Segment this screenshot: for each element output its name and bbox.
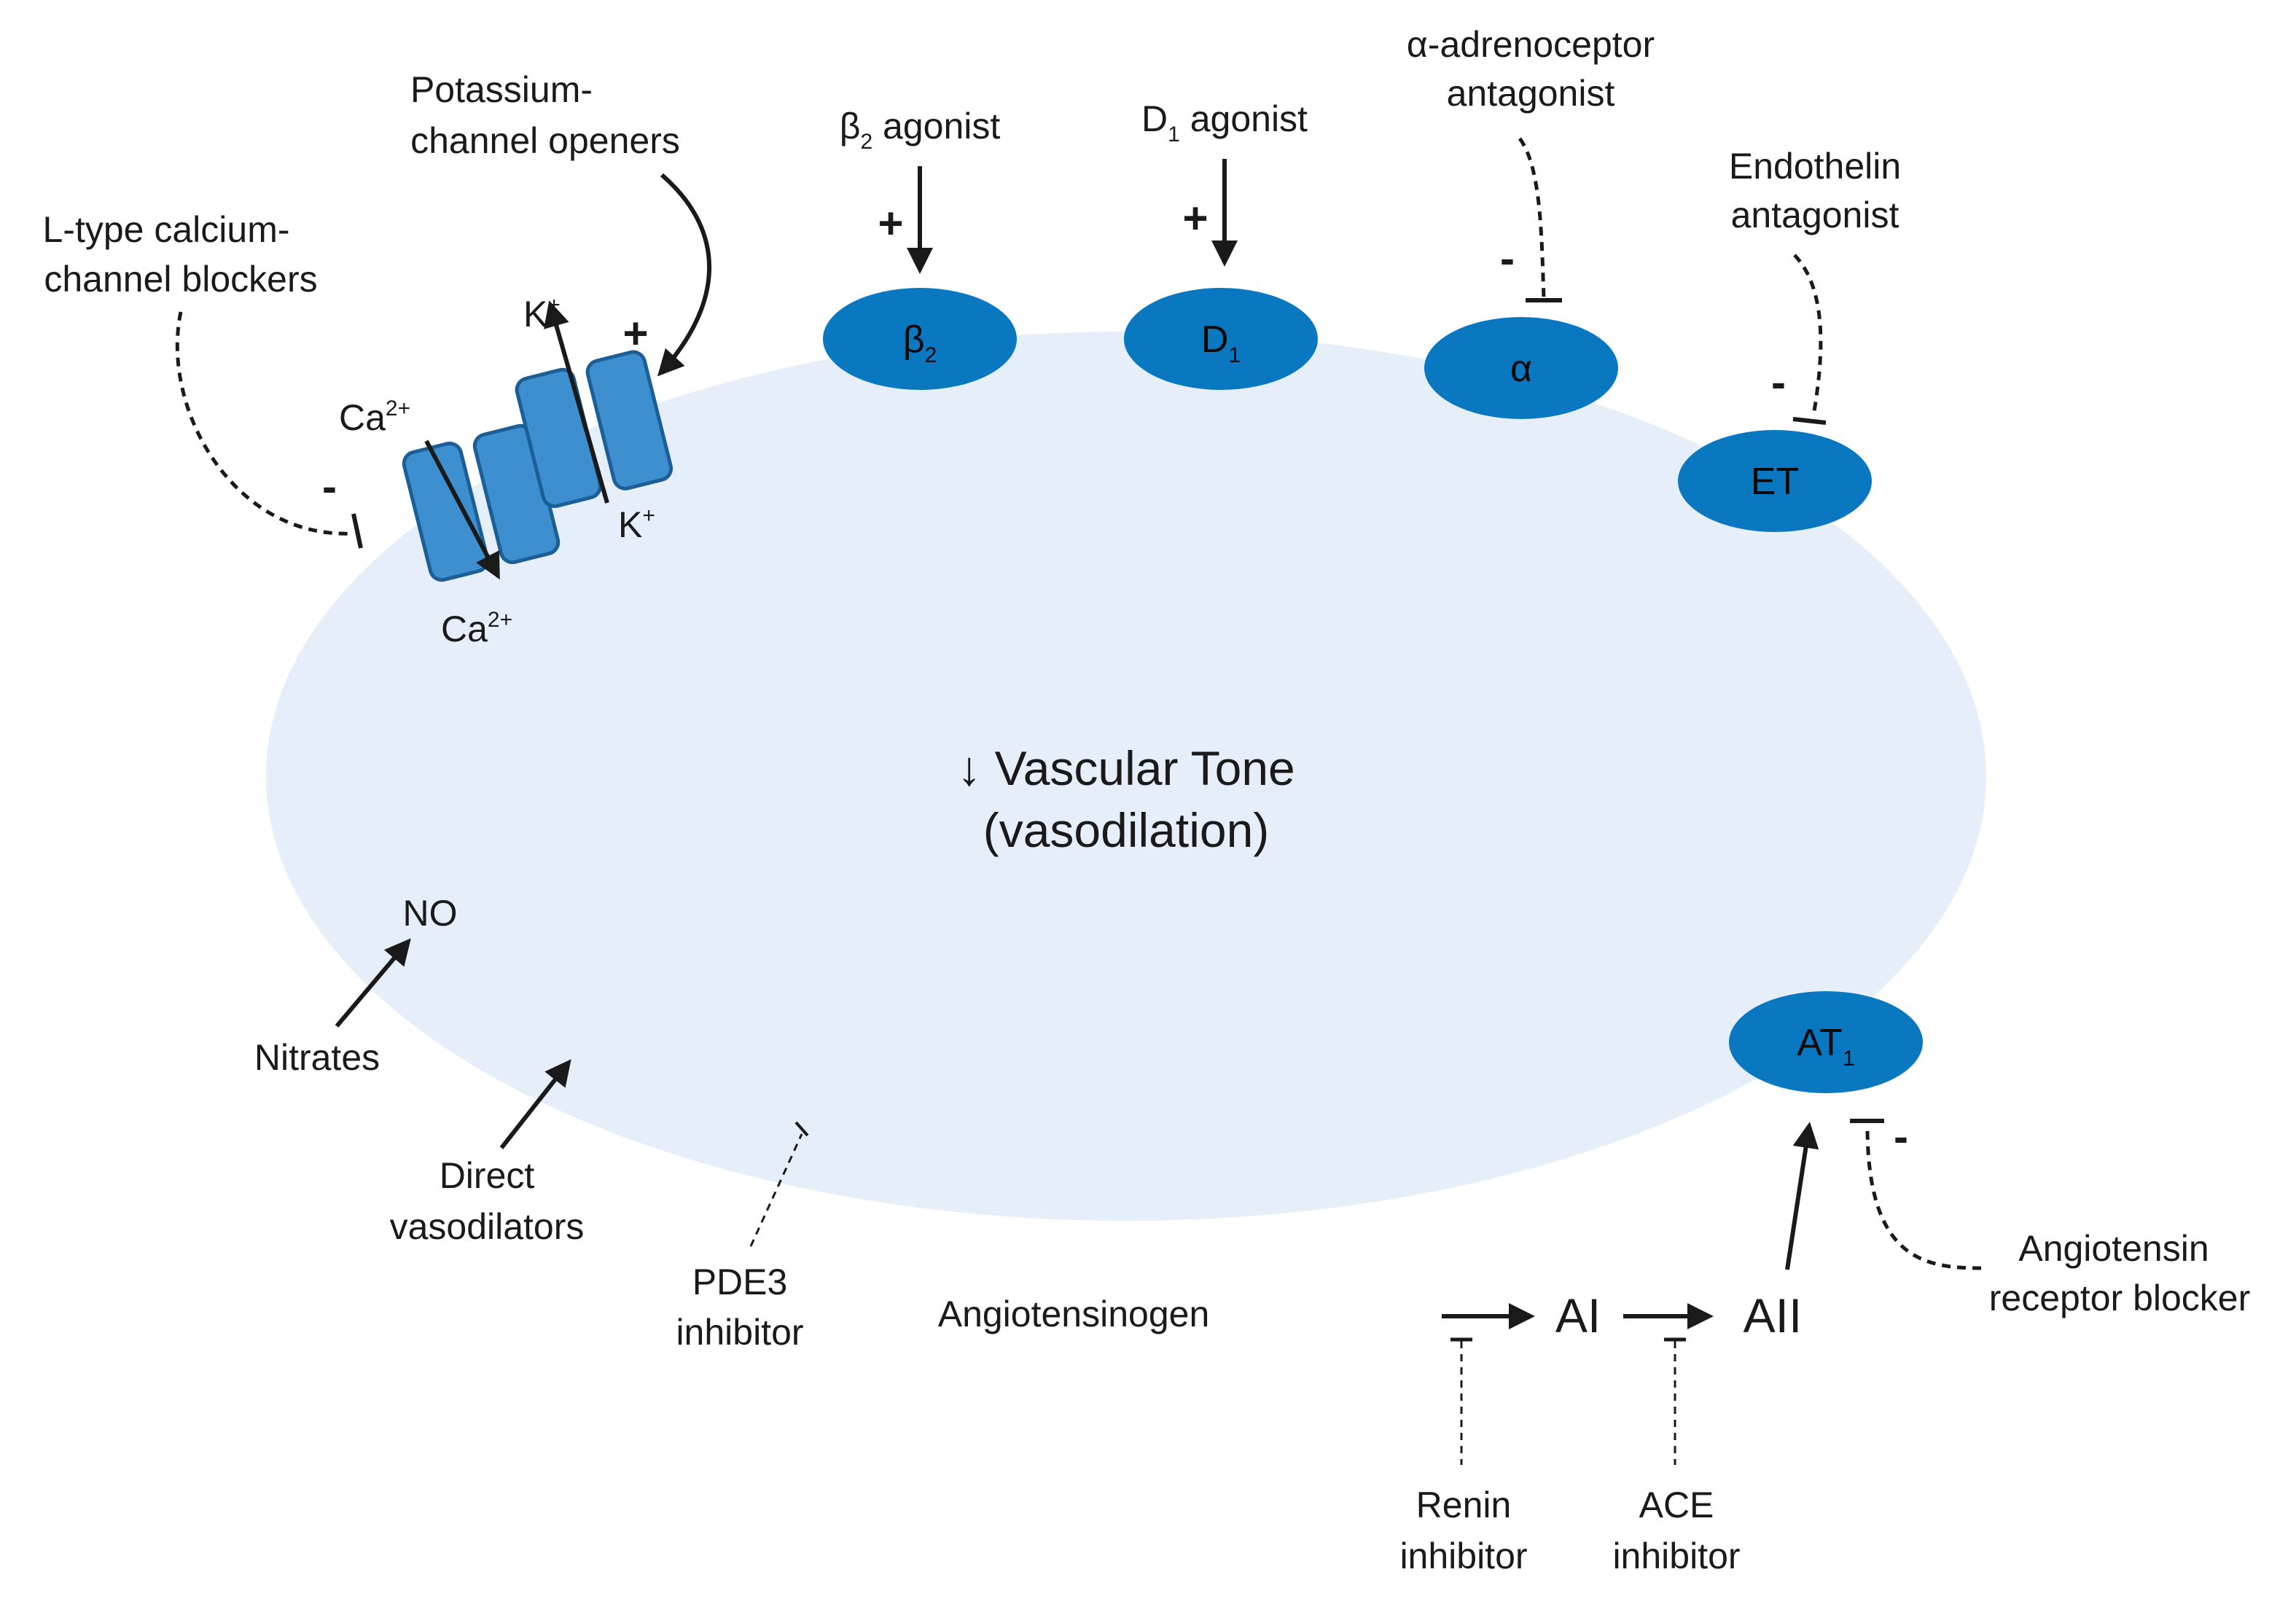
no-label: NO [403,893,458,934]
vascular-cell [266,332,1986,1221]
alpha-antagonist-label-line1: α-adrenoceptor [1407,24,1655,65]
at1-receptor: AT1 [1729,991,1923,1093]
arb-minus-sign: - [1894,1112,1908,1161]
pde3-label-line2: inhibitor [676,1312,803,1353]
alpha-receptor: α [1424,317,1618,419]
arb-inhibition-line [1865,1125,1982,1270]
arb-label-line2: receptor blocker [1989,1278,2251,1318]
potassium-flow-arrow [543,300,609,504]
nitrates-arrow [335,938,411,1028]
k-openers-arrow [657,173,712,377]
calcium-flow-arrow [424,439,500,580]
ca-blockers-label-line1: L-type calcium- [43,209,290,250]
arb-label-line1: Angiotensin [2018,1228,2209,1269]
center-label-line1: ↓ Vascular Tone [957,741,1295,795]
pde3-inhibition-bar [794,1121,809,1137]
svg-text:α: α [1510,348,1532,390]
k-openers-label-line2: channel openers [410,120,680,161]
d1-agonist-label: D1 agonist [1141,98,1308,146]
aii-to-at1-arrow [1785,1122,1819,1270]
d1-plus-sign: + [1182,194,1208,243]
alpha-minus-sign: - [1500,234,1515,283]
et-inhibition-bar [1792,417,1827,425]
alpha-antagonist-label-line2: antagonist [1447,73,1615,114]
ca-inhibition-bar [351,513,363,549]
ca-blockers-inhibition-line [175,311,354,536]
ai-label: AI [1555,1289,1601,1342]
et-minus-sign: - [1771,358,1786,407]
center-label-line2: (vasodilation) [983,803,1270,857]
et-receptor: ET [1678,430,1872,532]
calcium-channel [402,423,561,582]
ca-minus-sign: - [322,462,337,511]
beta2-receptor: β2 [823,288,1017,390]
k-plus-sign: + [622,309,648,358]
svg-text:D1: D1 [1201,318,1241,367]
direct-vasodilators-arrow [499,1059,571,1149]
endothelin-antagonist-inhibition-line [1793,254,1823,416]
k-ion-top: K+ [523,293,561,335]
renin-inhibitor-label-line1: Renin [1416,1485,1512,1525]
svg-text:ET: ET [1751,461,1799,503]
beta2-agonist-label: β2 agonist [840,106,1001,154]
ca-blockers-label-line2: channel blockers [44,259,317,300]
ace-inhibitor-label-line2: inhibitor [1612,1536,1740,1576]
renin-inhibitor-label-line2: inhibitor [1399,1536,1527,1576]
ca-ion-top: Ca2+ [339,396,410,438]
direct-vasodilators-label-line1: Direct [440,1155,535,1196]
alpha-antagonist-inhibition-line [1518,137,1546,298]
aii-label: AII [1744,1289,1803,1342]
endothelin-antagonist-label-line2: antagonist [1731,195,1899,235]
svg-text:AT1: AT1 [1797,1022,1854,1071]
k-openers-label-line1: Potassium- [410,69,593,110]
pde3-label-line1: PDE3 [692,1262,788,1302]
ca-ion-bottom: Ca2+ [441,608,512,649]
endothelin-antagonist-label-line1: Endothelin [1729,146,1901,187]
angiotensinogen-label: Angiotensinogen [938,1294,1210,1334]
k-ion-bottom: K+ [618,504,655,545]
beta2-plus-sign: + [878,199,903,248]
nitrates-label: Nitrates [254,1037,380,1078]
d1-receptor: D1 [1124,288,1318,390]
ace-inhibitor-label-line1: ACE [1639,1485,1714,1525]
direct-vasodilators-label-line2: vasodilators [390,1206,585,1247]
svg-text:β2: β2 [903,318,937,367]
